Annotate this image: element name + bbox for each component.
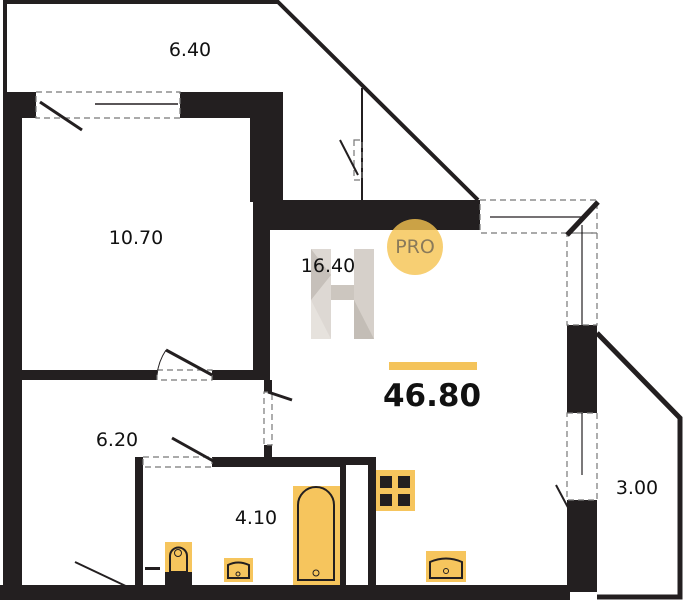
doors bbox=[74, 139, 359, 589]
balcony-right-outline bbox=[595, 331, 683, 600]
watermark-badge: PRO bbox=[387, 219, 443, 275]
area-bathroom: 4.10 bbox=[234, 507, 278, 529]
bathtub bbox=[293, 486, 340, 585]
area-bedroom: 10.70 bbox=[108, 227, 164, 249]
area-balcony-right: 3.00 bbox=[615, 477, 659, 499]
stove bbox=[376, 470, 415, 511]
toilet bbox=[165, 542, 192, 585]
walls bbox=[0, 92, 597, 600]
area-hallway: 6.20 bbox=[95, 429, 139, 451]
total-area-accent-bar bbox=[389, 362, 477, 370]
logo-watermark bbox=[311, 249, 374, 339]
total-area: 46.80 bbox=[382, 378, 482, 414]
balcony-top-outline bbox=[3, 0, 480, 202]
area-balcony-top: 6.40 bbox=[168, 39, 212, 61]
kitchen-sink bbox=[426, 551, 466, 582]
bathroom-sink bbox=[224, 558, 253, 582]
area-living-kitchen: 16.40 bbox=[300, 255, 356, 277]
